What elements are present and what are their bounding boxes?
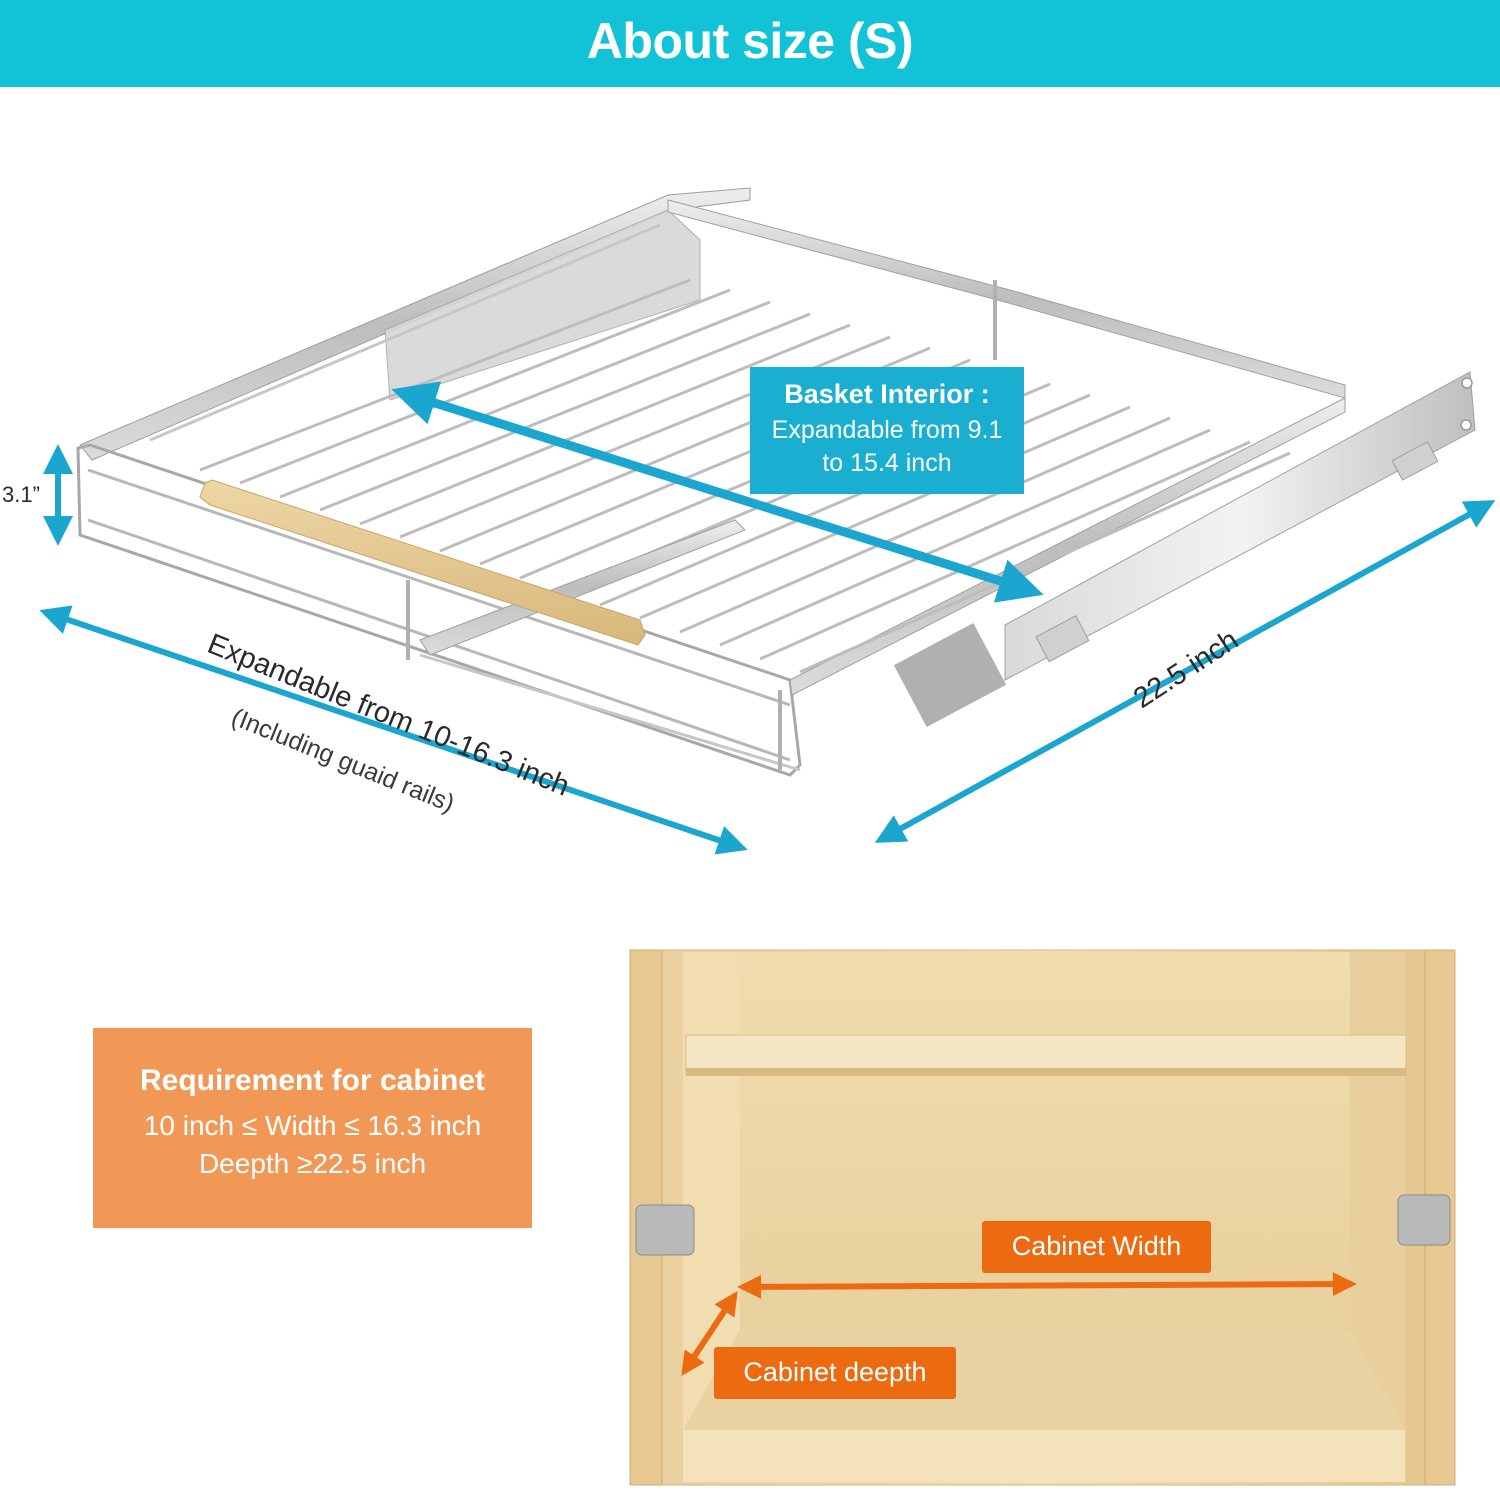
cabinet-requirement-callout: Requirement for cabinet 10 inch ≤ Width … bbox=[93, 1028, 532, 1228]
requirement-width: 10 inch ≤ Width ≤ 16.3 inch bbox=[143, 1110, 482, 1141]
cabinet-drawing bbox=[629, 949, 1456, 1486]
basket-interior-title: Basket Interior : bbox=[784, 379, 990, 409]
cabinet-depth-arrow bbox=[681, 1290, 738, 1377]
requirement-title: Requirement for cabinet bbox=[139, 1064, 486, 1097]
outer-width-arrow bbox=[39, 605, 748, 855]
depth-arrow bbox=[874, 500, 1496, 843]
right-hinge bbox=[1397, 1194, 1451, 1246]
cabinet-width-arrow bbox=[737, 1272, 1357, 1299]
cabinet-width-tag: Cabinet Width bbox=[982, 1221, 1211, 1273]
requirement-depth: Deepth ≥22.5 inch bbox=[198, 1148, 427, 1179]
height-label: 3.1” bbox=[2, 482, 40, 507]
header-banner bbox=[0, 0, 1500, 87]
wooden-handle bbox=[199, 479, 646, 646]
cabinet-depth-tag: Cabinet deepth bbox=[714, 1347, 956, 1399]
slide-mechanism bbox=[893, 622, 1007, 728]
left-hinge bbox=[635, 1204, 695, 1256]
page-title: About size (S) bbox=[586, 13, 914, 69]
basket-interior-line1: Expandable from 9.1 bbox=[771, 416, 1003, 444]
basket-interior-line2: to 15.4 inch bbox=[822, 449, 952, 477]
basket-interior-callout: Basket Interior : Expandable from 9.1 to… bbox=[750, 367, 1024, 494]
